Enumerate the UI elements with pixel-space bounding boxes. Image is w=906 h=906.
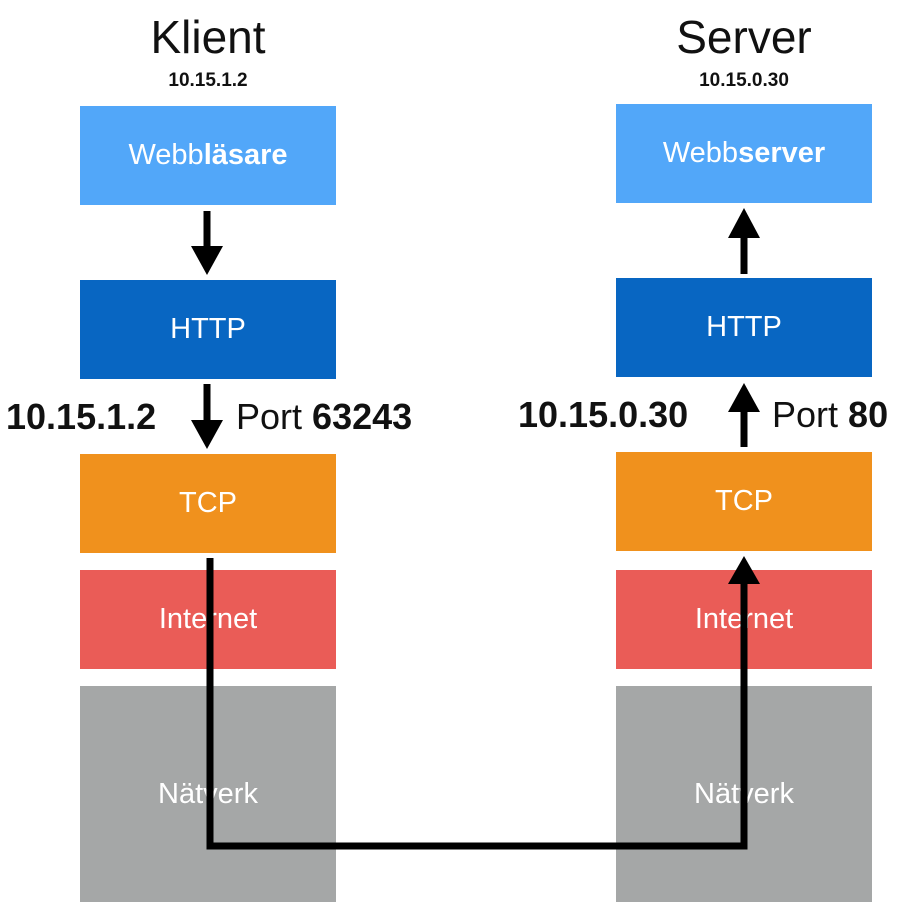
server-internet-box: Internet (616, 570, 872, 669)
server-arrow-tcp-to-http (728, 383, 760, 447)
client-port-prefix: Port (236, 396, 303, 437)
client-tcp-ip: 10.15.1.2 (6, 396, 157, 437)
server-tcp-ip: 10.15.0.30 (518, 394, 689, 435)
client-ip: 10.15.1.2 (168, 70, 248, 91)
client-arrow-http-to-tcp (191, 384, 223, 449)
client-port: Port 63243 (236, 399, 412, 435)
server-http-box: HTTP (616, 278, 872, 377)
client-port-number: 63243 (312, 396, 413, 437)
client-tcp-label: TCP (179, 487, 237, 519)
client-tcp-box: TCP (80, 454, 336, 553)
server-arrow-http-to-app (728, 208, 760, 274)
server-port: Port 80 (772, 397, 888, 433)
client-arrow-app-to-http (191, 211, 223, 275)
server-port-prefix: Port (772, 394, 839, 435)
client-application-label-prefix: Webb (128, 139, 204, 171)
server-tcp-label: TCP (715, 485, 773, 517)
server-internet-label: Internet (694, 603, 794, 635)
client-http-label: HTTP (170, 313, 246, 345)
client-network-box: Nätverk (80, 686, 336, 902)
client-network-label: Nätverk (158, 777, 258, 810)
server-network-box: Nätverk (616, 686, 872, 902)
server-ip: 10.15.0.30 (699, 70, 789, 91)
server-tcp-box: TCP (616, 452, 872, 551)
server-application-label-prefix: Webb (662, 137, 739, 169)
client-internet-box: Internet (80, 570, 336, 669)
client-title: Klient (150, 11, 266, 63)
server-port-number: 80 (848, 394, 889, 435)
server-http-label: HTTP (706, 311, 782, 343)
server-network-label: Nätverk (694, 777, 794, 810)
client-internet-label: Internet (158, 603, 258, 635)
client-http-box: HTTP (80, 280, 336, 379)
client-application-label-bold: läsare (203, 139, 288, 171)
server-application-label-bold: server (738, 137, 826, 169)
server-title: Server (676, 11, 812, 63)
